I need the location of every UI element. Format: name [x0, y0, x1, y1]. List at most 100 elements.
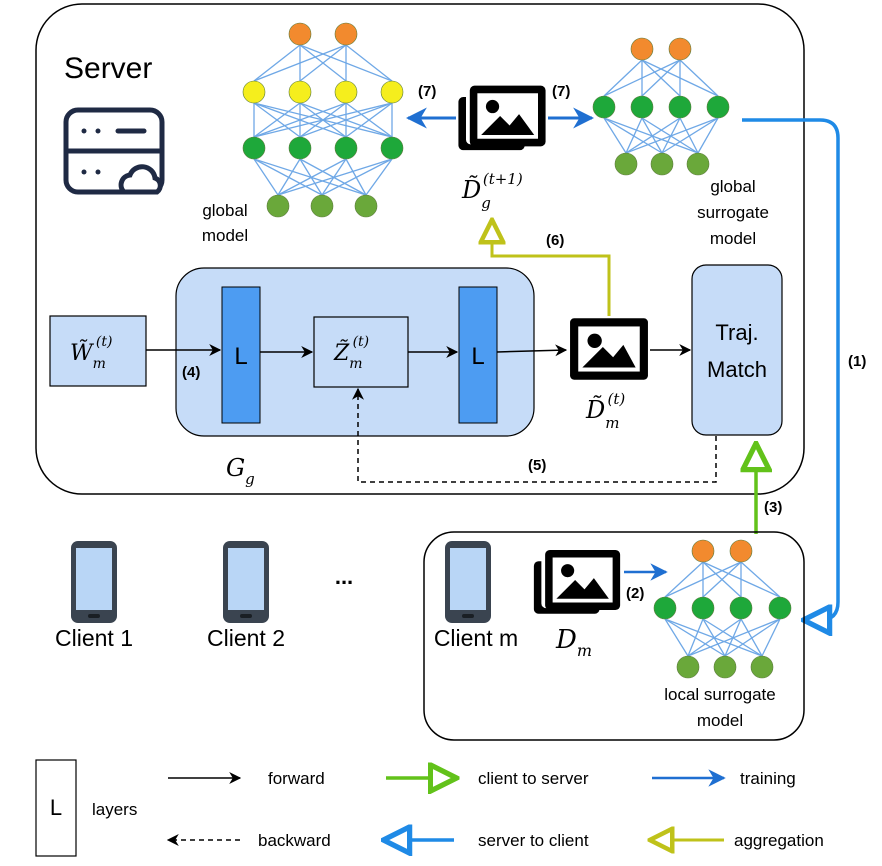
global-surrogate-network-node — [630, 95, 654, 119]
generator-layer-2-label: L — [471, 343, 484, 370]
global-model-network-node — [242, 80, 266, 104]
step1-server-to-client-arrow — [742, 118, 840, 620]
global-model-network-node — [354, 194, 378, 218]
global-model-network-node — [288, 80, 312, 104]
local-surrogate-network-node — [676, 655, 700, 679]
global-model-network-node — [334, 136, 358, 160]
legend-server-to-client-label: server to client — [478, 831, 589, 850]
input-weights-label: W̃m(t) — [70, 334, 112, 372]
step6-aggregation-arrow — [492, 222, 611, 316]
global-model-network-edge — [253, 102, 347, 138]
client-2-label: Client 2 — [207, 625, 285, 651]
global-surrogate-label-2: surrogate — [697, 203, 769, 222]
legend-layers-box-label: L — [50, 795, 62, 820]
global-model-network-edge — [299, 158, 367, 196]
local-surrogate-network-edge — [740, 618, 763, 657]
global-model-network-edge — [253, 102, 301, 138]
generator-layer-2 — [458, 286, 498, 424]
global-model-network-node — [288, 22, 312, 46]
phone-icon-client-1 — [71, 541, 117, 623]
global-model-network-node — [380, 136, 404, 160]
global-model-network-edge — [345, 44, 393, 82]
global-model-network-edge — [253, 44, 301, 82]
step4-label: (4) — [182, 364, 200, 381]
global-model-network-node — [380, 80, 404, 104]
global-model-label-1: global — [202, 201, 247, 220]
client-m-label: Client m — [434, 625, 518, 651]
global-surrogate-network-node — [686, 152, 710, 176]
local-surrogate-network-edge — [702, 618, 763, 657]
global-surrogate-network-node — [668, 95, 692, 119]
local-surrogate-network-node — [750, 655, 774, 679]
client-1-label: Client 1 — [55, 625, 133, 651]
aggregated-data-label: D̃g(t+1) — [461, 170, 523, 212]
global-surrogate-network-edge — [679, 117, 699, 154]
phone-icon-client-2 — [223, 541, 269, 623]
global-surrogate-network-edge — [625, 117, 681, 154]
legend-forward-label: forward — [268, 769, 325, 788]
traj-match-label-2: Match — [707, 357, 767, 382]
global-surrogate-network-edge — [679, 59, 719, 97]
latent-label: Z̃m(t) — [333, 334, 369, 372]
global-surrogate-network-edge — [625, 117, 719, 154]
local-surrogate-network-edge — [724, 618, 781, 657]
local-surrogate-network-node — [713, 655, 737, 679]
step7-label-a: (7) — [418, 83, 436, 100]
legend-training-label: training — [740, 769, 796, 788]
global-model-network-node — [242, 136, 266, 160]
server-icon — [63, 107, 165, 195]
global-surrogate-network-edge — [603, 117, 627, 154]
global-surrogate-network-edge — [603, 117, 699, 154]
neural-networks — [242, 22, 792, 679]
traj-match-label-1: Traj. — [715, 320, 758, 345]
step1-label: (1) — [848, 353, 866, 370]
local-surrogate-network-edge — [702, 561, 742, 598]
global-surrogate-network-node — [592, 95, 616, 119]
global-surrogate-network-node — [650, 152, 674, 176]
clients-ellipsis: ... — [335, 564, 353, 589]
local-surrogate-network-node — [691, 596, 715, 620]
step5-backward-arrow — [352, 387, 717, 483]
global-model-network-edge — [277, 158, 393, 196]
local-surrogate-network-edge — [761, 618, 781, 657]
global-model-network-edge — [253, 158, 279, 196]
client-data-label: Dm — [555, 625, 592, 660]
global-surrogate-network-node — [614, 152, 638, 176]
local-surrogate-label-1: local surrogate — [664, 685, 776, 704]
client-data-icon — [533, 550, 621, 614]
global-model-network-edge — [253, 102, 393, 138]
global-surrogate-network-node — [668, 37, 692, 61]
traj-match-box — [691, 264, 783, 436]
local-surrogate-network — [653, 539, 792, 679]
generator-layer-1 — [221, 286, 261, 424]
global-model-network-edge — [253, 158, 367, 196]
local-surrogate-network-edge — [664, 561, 704, 598]
step7-label-b: (7) — [552, 83, 570, 100]
global-model-network-node — [334, 22, 358, 46]
local-surrogate-network-edge — [740, 561, 781, 598]
global-model-network-node — [310, 194, 334, 218]
generator-layer-1-label: L — [234, 343, 247, 370]
local-surrogate-network-node — [691, 539, 715, 563]
global-model-label-2: model — [202, 226, 248, 245]
local-surrogate-network-node — [768, 596, 792, 620]
global-model-network-edge — [345, 158, 367, 196]
global-model-network-edge — [299, 44, 393, 82]
global-model-network-edge — [321, 158, 393, 196]
legend-aggregation-label: aggregation — [734, 831, 824, 850]
step5-label: (5) — [528, 457, 546, 474]
local-surrogate-network-edge — [664, 618, 726, 657]
legend-client-to-server-label: client to server — [478, 769, 589, 788]
legend-backward-label: backward — [258, 831, 331, 850]
global-model-network-node — [334, 80, 358, 104]
global-surrogate-network-edge — [697, 117, 719, 154]
forward-arrow-to-data — [496, 344, 568, 357]
global-surrogate-network-node — [706, 95, 730, 119]
global-surrogate-network-edge — [641, 117, 699, 154]
input-weights-box — [49, 315, 147, 387]
global-model-network-edge — [253, 158, 323, 196]
client-m-box — [423, 531, 805, 741]
global-surrogate-network-node — [630, 37, 654, 61]
global-surrogate-network-edge — [603, 59, 643, 97]
